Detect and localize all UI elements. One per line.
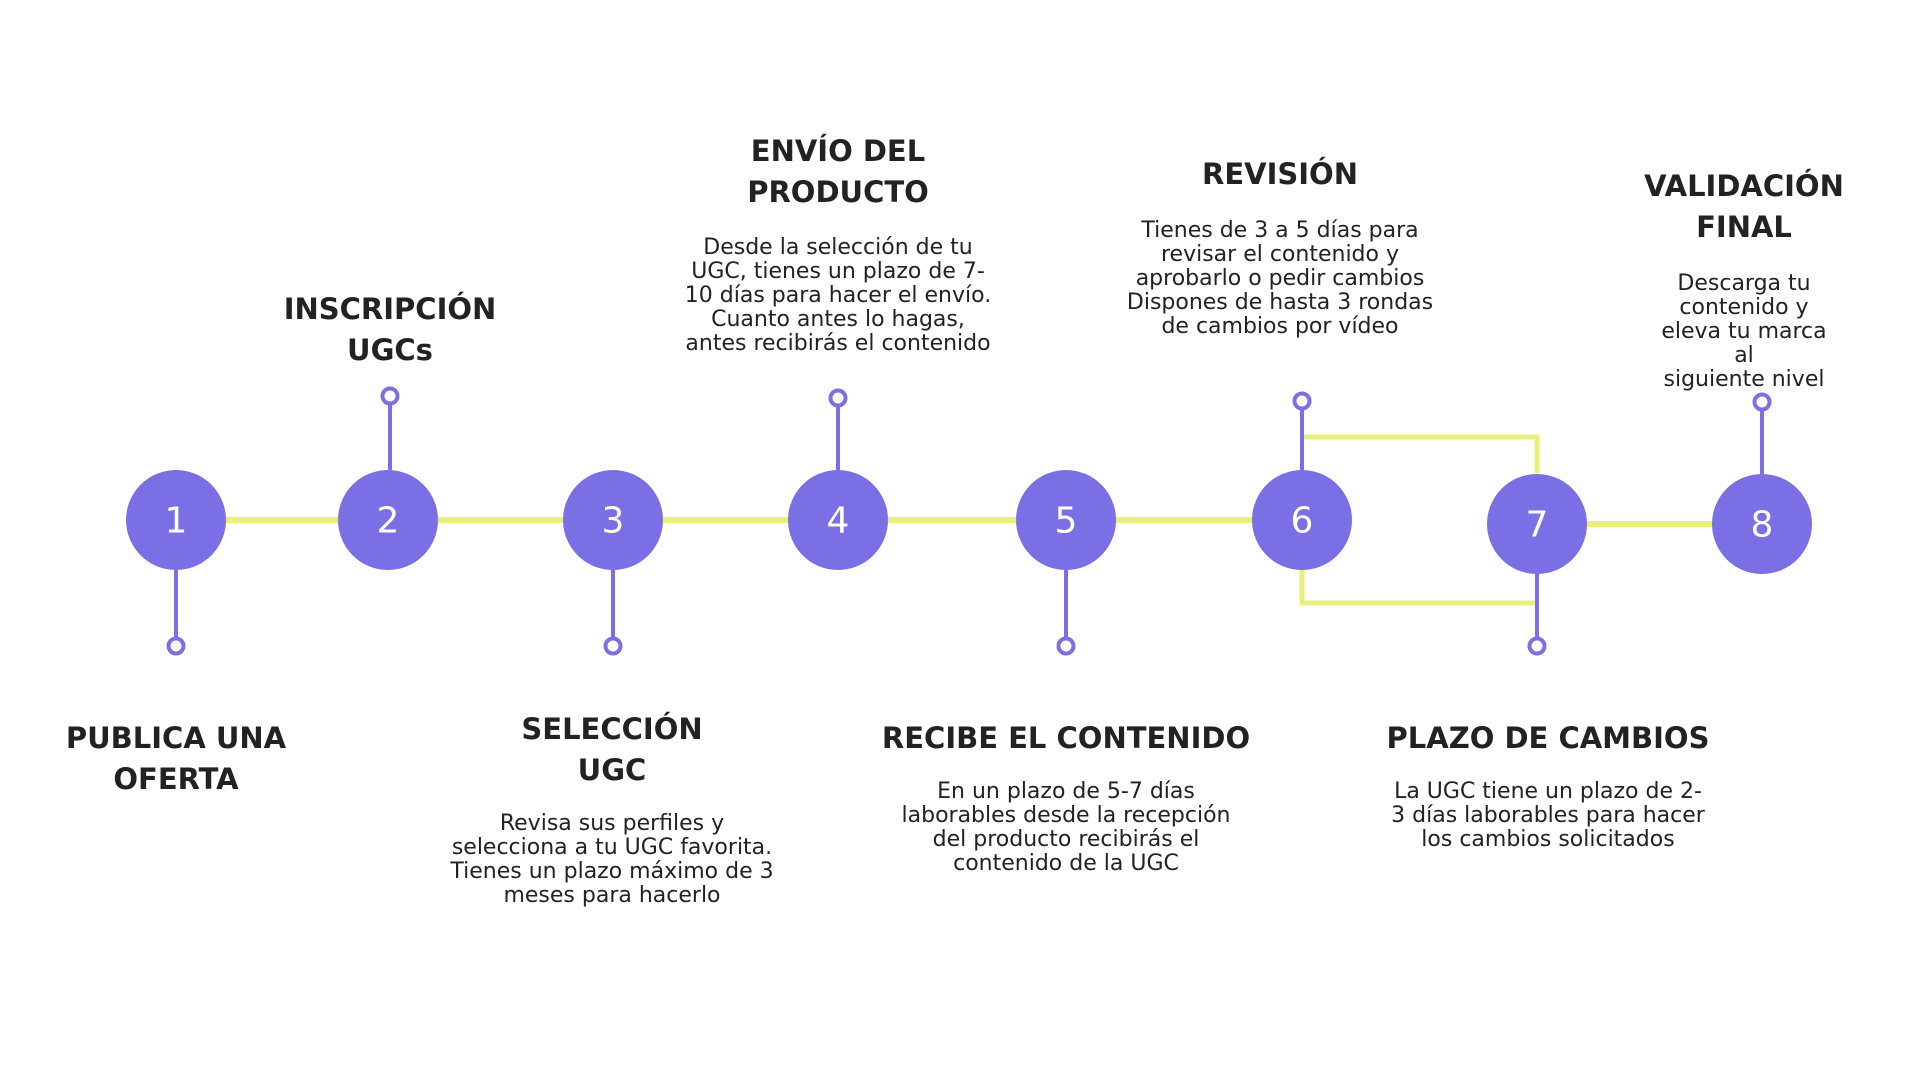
step-number-7: 7 xyxy=(1526,505,1549,546)
stem-marker-6 xyxy=(1292,391,1312,411)
step-node-6: 6 xyxy=(1252,470,1352,570)
stem-marker-5 xyxy=(1056,636,1076,656)
connector-6-7-bottom-loop xyxy=(1299,567,1537,606)
step-number-2: 2 xyxy=(377,501,400,542)
step-number-8: 8 xyxy=(1751,505,1774,546)
stem-marker-2 xyxy=(380,386,400,406)
step-title-1: PUBLICA UNA OFERTA xyxy=(65,721,287,796)
step-title-7: PLAZO DE CAMBIOS xyxy=(1386,721,1710,755)
step-node-4: 4 xyxy=(788,470,888,570)
step-node-5: 5 xyxy=(1016,470,1116,570)
step-number-4: 4 xyxy=(827,501,850,542)
timeline-stems xyxy=(166,386,1772,656)
stem-5 xyxy=(1056,570,1076,656)
connector-6-7-top-loop xyxy=(1302,434,1540,473)
step-number-6: 6 xyxy=(1291,501,1314,542)
timeline-connectors xyxy=(176,434,1712,606)
stem-4 xyxy=(828,388,848,470)
step-node-3: 3 xyxy=(563,470,663,570)
stem-2 xyxy=(380,386,400,470)
step-title-5: RECIBE EL CONTENIDO xyxy=(881,721,1251,755)
stem-marker-7 xyxy=(1527,636,1547,656)
stem-marker-1 xyxy=(166,636,186,656)
step-title-6: REVISIÓN xyxy=(1202,157,1358,191)
stem-marker-8 xyxy=(1752,392,1772,412)
step-description-3: Revisa sus perfiles y selecciona a tu UG… xyxy=(450,811,774,908)
step-title-8: VALIDACIÓN FINAL xyxy=(1644,169,1844,244)
step-description-5: En un plazo de 5-7 días laborables desde… xyxy=(901,779,1231,876)
step-number-5: 5 xyxy=(1055,501,1078,542)
stem-3 xyxy=(603,570,623,656)
stem-6 xyxy=(1292,391,1312,470)
step-number-3: 3 xyxy=(602,501,625,542)
step-description-6: Tienes de 3 a 5 días para revisar el con… xyxy=(1126,218,1434,339)
stem-marker-3 xyxy=(603,636,623,656)
step-title-3: SELECCIÓN UGC xyxy=(521,712,703,787)
step-title-4: ENVÍO DEL PRODUCTO xyxy=(747,134,929,209)
stem-marker-4 xyxy=(828,388,848,408)
step-number-1: 1 xyxy=(165,501,188,542)
step-node-8: 8 xyxy=(1712,474,1812,574)
step-title-2: INSCRIPCIÓN UGCs xyxy=(283,292,497,367)
step-description-4: Desde la selección de tu UGC, tienes un … xyxy=(684,235,992,356)
stem-7 xyxy=(1527,574,1547,656)
stem-1 xyxy=(166,570,186,656)
step-node-2: 2 xyxy=(338,470,438,570)
stem-8 xyxy=(1752,392,1772,474)
step-description-8: Descarga tu contenido y eleva tu marca a… xyxy=(1661,271,1827,392)
step-description-7: La UGC tiene un plazo de 2- 3 días labor… xyxy=(1391,779,1705,852)
step-node-1: 1 xyxy=(126,470,226,570)
timeline-nodes: 1 2 3 4 5 6 7 8 xyxy=(126,470,1812,574)
step-node-7: 7 xyxy=(1487,474,1587,574)
